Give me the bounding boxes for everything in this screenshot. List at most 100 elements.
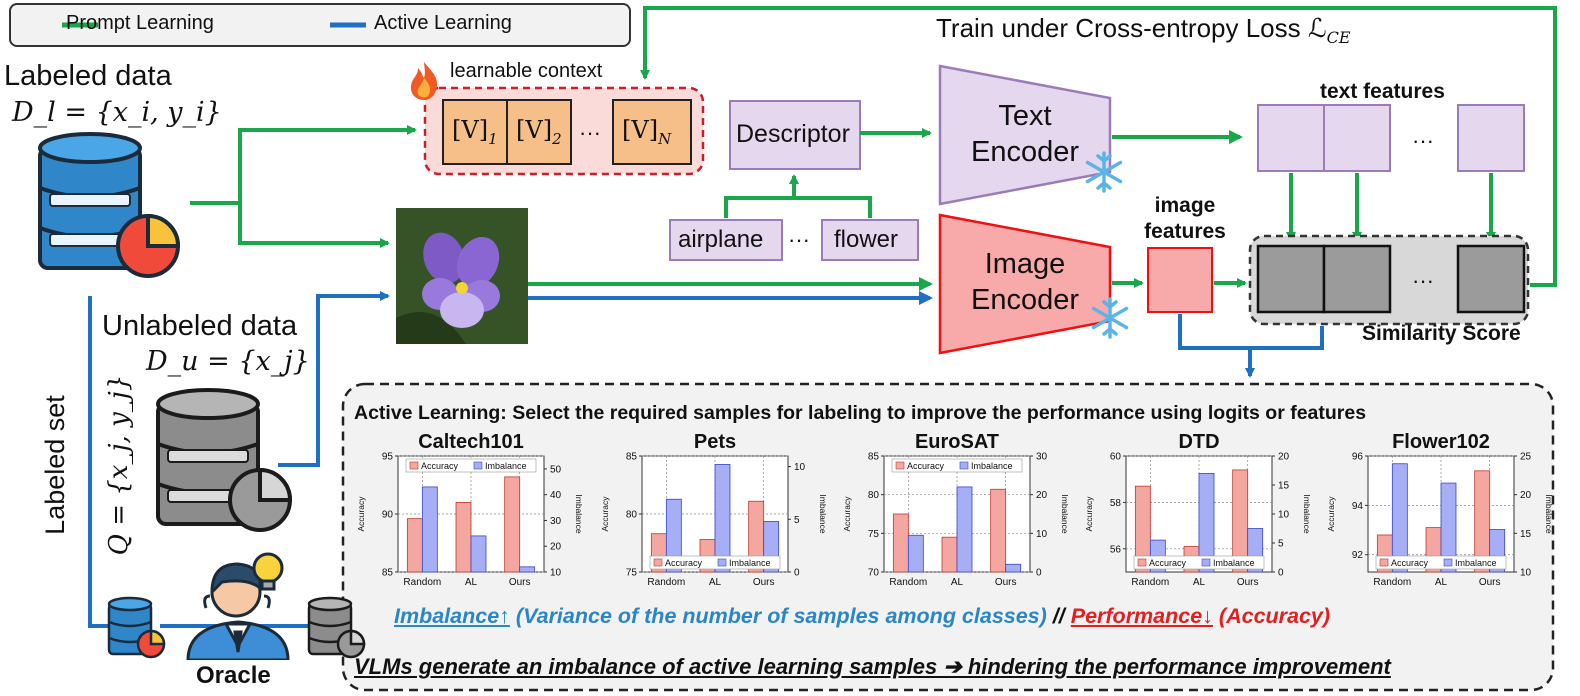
x-tick-label: AL bbox=[1435, 577, 1448, 588]
panel-summary-line: Imbalance↑ (Variance of the number of sa… bbox=[394, 604, 1330, 629]
y2-tick-label: 10 bbox=[550, 568, 562, 579]
y-tick-label: 94 bbox=[1352, 501, 1364, 512]
labeled-database-icon bbox=[38, 132, 180, 278]
y2-tick-label: 30 bbox=[1036, 452, 1048, 463]
y-tick-label: 80 bbox=[868, 490, 880, 501]
legend-accuracy-label: Accuracy bbox=[1391, 558, 1429, 568]
y2-tick-label: 20 bbox=[1520, 490, 1532, 501]
x-tick-label: Random bbox=[889, 577, 927, 588]
y2-tick-label: 30 bbox=[550, 516, 562, 527]
y-tick-label: 95 bbox=[382, 452, 394, 463]
y2-tick-label: 10 bbox=[1520, 568, 1532, 579]
imbalance-keyword: Imbalance↑ bbox=[394, 604, 510, 628]
bar-imbalance bbox=[665, 498, 682, 573]
legend-accuracy-label: Accuracy bbox=[1149, 558, 1187, 568]
flow-to-image bbox=[238, 203, 390, 248]
y2-tick-label: 0 bbox=[1036, 568, 1042, 579]
legend-accuracy-swatch bbox=[409, 461, 419, 470]
bar-imbalance bbox=[1440, 482, 1457, 573]
legend-imbalance-label: Imbalance bbox=[971, 461, 1013, 471]
text-feature-box bbox=[1257, 104, 1325, 172]
bar-imbalance bbox=[519, 566, 536, 573]
chart-title: Pets bbox=[694, 431, 736, 453]
x-tick-label: Ours bbox=[1237, 577, 1259, 588]
x-tick-label: AL bbox=[709, 577, 722, 588]
y2-tick-label: 20 bbox=[1278, 452, 1290, 463]
bar-imbalance bbox=[1391, 463, 1408, 573]
similarity-score-label: Similarity Score bbox=[1362, 322, 1521, 345]
y-tick-label: 80 bbox=[626, 510, 638, 521]
chart-title: EuroSAT bbox=[915, 431, 999, 453]
legend-accuracy-label: Accuracy bbox=[421, 461, 459, 471]
chart-legend bbox=[1133, 555, 1265, 570]
learnable-context-label: learnable context bbox=[450, 60, 603, 82]
chart-legend bbox=[405, 458, 537, 473]
y2-tick-label: 25 bbox=[1520, 452, 1532, 463]
unlabeled-database-icon bbox=[156, 388, 293, 532]
x-tick-label: AL bbox=[1193, 577, 1206, 588]
class-ellipsis: ··· bbox=[788, 227, 810, 252]
text-features-label: text features bbox=[1320, 80, 1445, 103]
y2-axis-label: Imbalance bbox=[1060, 494, 1070, 533]
y2-tick-label: 10 bbox=[1036, 529, 1048, 540]
y-tick-label: 85 bbox=[868, 452, 880, 463]
y2-tick-label: 50 bbox=[550, 464, 562, 475]
x-tick-label: Ours bbox=[995, 577, 1017, 588]
x-tick-label: Random bbox=[647, 577, 685, 588]
summary-separator: // bbox=[1052, 604, 1065, 628]
unlabeled-data-formula: D_u = {x_j} bbox=[146, 346, 310, 377]
bar-imbalance bbox=[1005, 563, 1022, 573]
y-axis-label: Accuracy bbox=[1084, 496, 1094, 532]
y-tick-label: 60 bbox=[1110, 452, 1122, 463]
context-token-2: [V]2 bbox=[516, 116, 562, 148]
loss-label: Train under Cross-entropy Loss ℒCE bbox=[936, 13, 1351, 48]
bar-accuracy bbox=[1474, 470, 1491, 573]
bar-imbalance bbox=[907, 534, 924, 573]
legend-imbalance-swatch bbox=[1201, 558, 1211, 567]
legend-imbalance-label: Imbalance bbox=[729, 558, 771, 568]
labeled-set-formula: Q = {x_j, y_j} bbox=[104, 374, 134, 556]
y2-tick-label: 0 bbox=[1278, 568, 1284, 579]
y-tick-label: 70 bbox=[868, 568, 880, 579]
snowflake-icon bbox=[1085, 151, 1123, 193]
y-axis-label: Accuracy bbox=[842, 496, 852, 532]
bar-imbalance bbox=[470, 535, 487, 573]
legend-imbalance-label: Imbalance bbox=[1455, 558, 1497, 568]
y2-tick-label: 10 bbox=[1278, 510, 1290, 521]
legend-imbalance-label: Imbalance bbox=[1213, 558, 1255, 568]
legend-accuracy-swatch bbox=[1137, 558, 1147, 567]
chart-legend bbox=[1375, 555, 1507, 570]
y2-tick-label: 0 bbox=[794, 568, 800, 579]
y2-tick-label: 15 bbox=[1520, 529, 1532, 540]
chart-title: Flower102 bbox=[1392, 431, 1490, 453]
y-axis-label: Accuracy bbox=[356, 496, 366, 532]
chart-title: Caltech101 bbox=[418, 431, 524, 453]
text-encoder-shape bbox=[938, 64, 1112, 206]
legend-accuracy-swatch bbox=[1379, 558, 1389, 567]
legend-accuracy-swatch bbox=[653, 558, 663, 567]
bar-accuracy bbox=[1232, 469, 1249, 573]
image-feature-box bbox=[1147, 247, 1213, 313]
y-tick-label: 90 bbox=[382, 510, 394, 521]
x-tick-label: Random bbox=[1373, 577, 1411, 588]
legend-imbalance-swatch bbox=[473, 461, 483, 470]
fire-icon bbox=[410, 62, 438, 100]
snowflake-icon bbox=[1091, 297, 1129, 339]
unlabeled-data-title: Unlabeled data bbox=[102, 310, 298, 342]
y2-tick-label: 5 bbox=[1278, 539, 1284, 550]
y-tick-label: 75 bbox=[868, 529, 880, 540]
descriptor-label: Descriptor bbox=[736, 120, 850, 148]
bar-imbalance bbox=[714, 464, 731, 573]
panel-title: Active Learning: Select the required sam… bbox=[354, 402, 1367, 424]
legend-box bbox=[9, 3, 631, 47]
class-box-airplane bbox=[669, 219, 783, 261]
unlabeled-set-database-icon bbox=[307, 596, 366, 659]
x-tick-label: Ours bbox=[509, 577, 531, 588]
x-tick-label: AL bbox=[951, 577, 964, 588]
bar-imbalance bbox=[956, 486, 973, 573]
y-tick-label: 58 bbox=[1110, 498, 1122, 509]
